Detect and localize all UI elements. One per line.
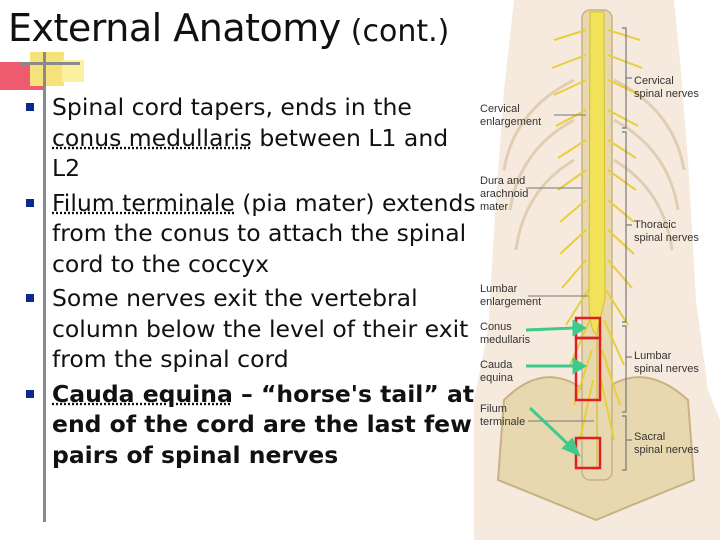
arrow-head-icon <box>572 357 587 375</box>
bullet-text: between L1 and L2 <box>52 123 449 183</box>
decorative-block <box>30 52 64 86</box>
spinal-nerves <box>551 29 643 441</box>
bullet-item: Spinal cord tapers, ends in the conus me… <box>20 92 480 184</box>
decorative-line <box>43 52 46 522</box>
label-brackets <box>622 27 632 471</box>
bullet-list: Spinal cord tapers, ends in the conus me… <box>20 92 480 474</box>
bullet-term: Filum terminale <box>52 188 235 217</box>
decorative-block <box>62 60 84 82</box>
bullet-item: Some nerves exit the vertebral column be… <box>20 283 480 375</box>
bullet-term: conus medullaris <box>52 123 252 152</box>
title-main: External Anatomy <box>8 6 341 50</box>
bullet-square-icon <box>26 294 34 302</box>
title-cont: (cont.) <box>350 14 450 49</box>
spinal-cord <box>588 11 606 336</box>
bullet-square-icon <box>26 389 34 398</box>
bullet-item: Filum terminale (pia mater) extends from… <box>20 188 480 280</box>
bullet-square-icon <box>26 103 34 111</box>
bullet-text: Some nerves exit the vertebral column be… <box>52 284 469 373</box>
bullet-text: (pia mater) extends from the conus to at… <box>52 188 476 278</box>
arrow-head-icon <box>561 437 581 457</box>
label-leaders <box>526 114 594 422</box>
pointer-arrows <box>525 319 587 457</box>
arrow-head-icon <box>572 319 587 337</box>
slide-title: External Anatomy (cont.) <box>8 6 449 50</box>
decorative-line <box>20 62 80 65</box>
bullet-item: Cauda equina – “horse's tail” at end of … <box>20 379 480 471</box>
ribs <box>502 78 686 251</box>
bullet-text: Spinal cord tapers, ends in the <box>52 93 412 121</box>
bullet-text: – “horse's tail” at end of the cord are … <box>52 379 475 469</box>
bullet-term: Cauda equina <box>52 379 233 408</box>
bullet-square-icon <box>26 198 34 207</box>
